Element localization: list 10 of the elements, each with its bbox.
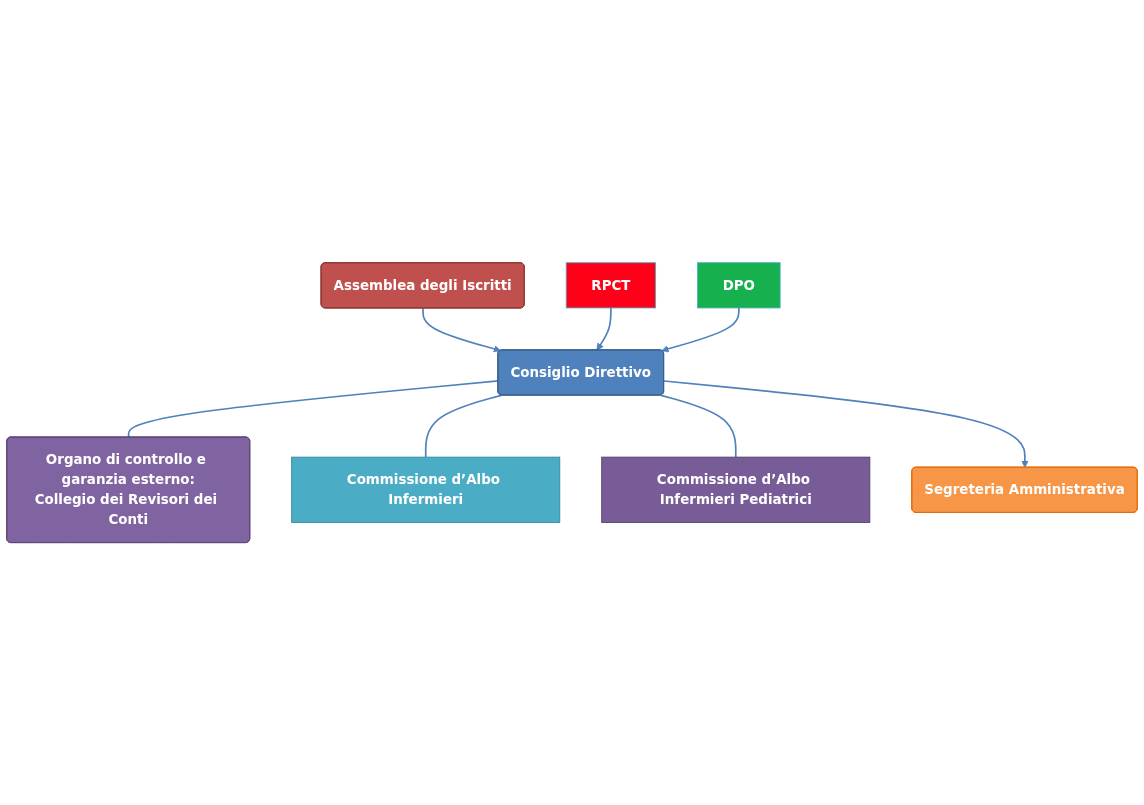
node-box: RPCT: [565, 262, 657, 309]
connector: [660, 394, 737, 458]
node-box: DPO: [697, 262, 781, 309]
node-box: Commissione d’Albo Infermieri: [291, 456, 561, 523]
arrow: [661, 306, 740, 353]
arrow: [596, 306, 612, 351]
connector: [424, 394, 503, 458]
arrow: [663, 380, 1029, 468]
node-box: Commissione d’Albo Infermieri Pediatrici: [601, 456, 871, 523]
arrow: [422, 307, 501, 353]
